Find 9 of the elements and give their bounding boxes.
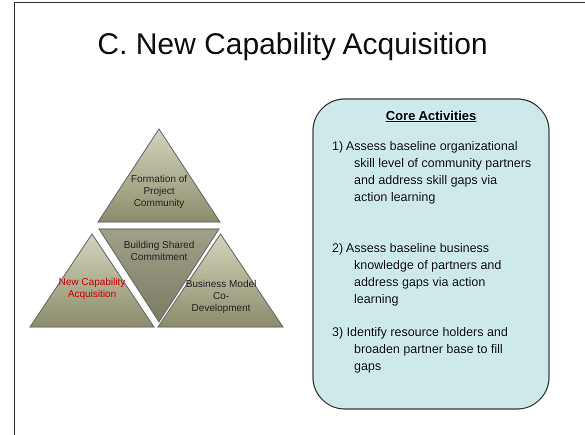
activity-item: 2) Assess baseline business knowledge of partners and address gaps via action learning bbox=[332, 240, 502, 308]
activity-item: 1) Assess baseline organizational skill level of community partners and address skill gaps via action learning bbox=[332, 138, 532, 206]
panel-heading: Core Activities bbox=[384, 108, 478, 123]
segment-label: Building Shared Commitment bbox=[122, 240, 196, 264]
slide-title: C. New Capability Acquisition bbox=[96, 28, 489, 62]
segment-label: New Capability Acquisition bbox=[58, 277, 126, 301]
segment-label: Formation of Project Community bbox=[130, 174, 188, 210]
activity-item: 3) Identify resource holders and broaden partner base to fill gaps bbox=[332, 324, 509, 375]
segment-label: Business Model Co-Development bbox=[185, 279, 257, 315]
